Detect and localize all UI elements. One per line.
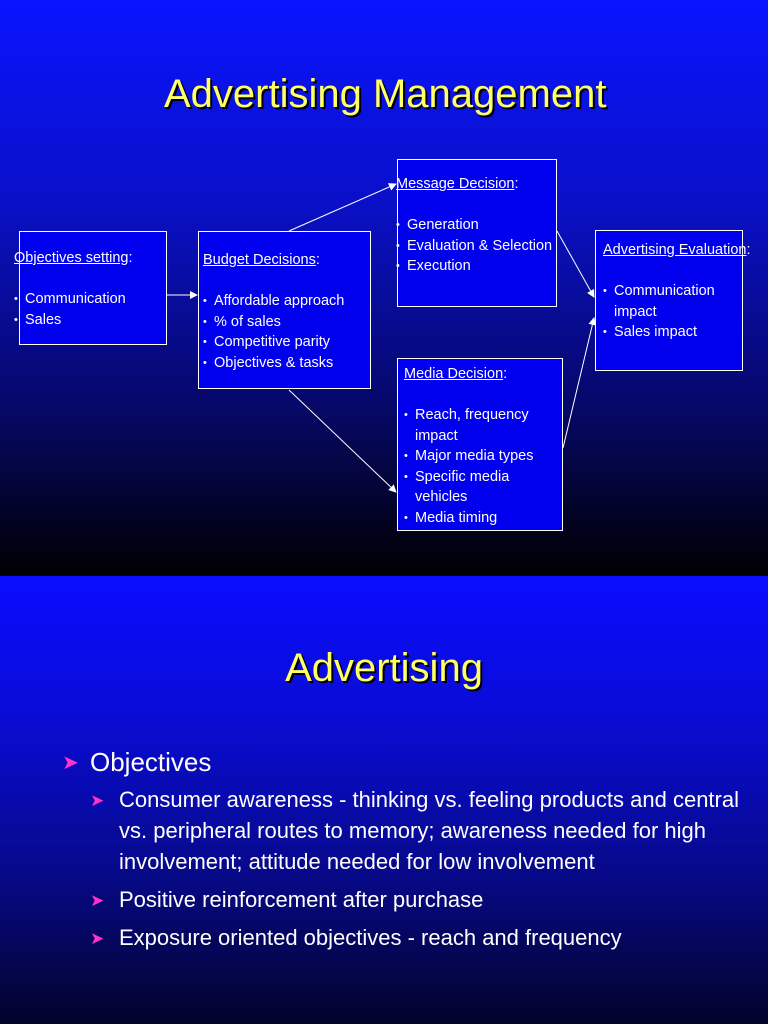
message-item: Execution <box>396 256 558 277</box>
slide-advertising: Advertising ➤ Objectives ➤ Consumer awar… <box>0 576 768 1024</box>
bullet-text: Objectives <box>90 747 212 777</box>
arrow-message-to-evaluation <box>556 230 595 298</box>
budget-item: Affordable approach <box>203 291 371 312</box>
arrow-media-to-evaluation <box>562 317 597 449</box>
media-item: Specific media vehicles <box>404 467 562 508</box>
budget-box: Budget Decisions: Affordable approach % … <box>198 231 371 389</box>
arrowhead-bullet-icon: ➤ <box>62 752 79 774</box>
media-item: Media timing <box>404 508 562 529</box>
evaluation-item: Communication impact <box>603 281 743 322</box>
bullet-item: ➤ Consumer awareness - thinking vs. feel… <box>90 784 752 877</box>
bullet-text: Consumer awareness - thinking vs. feelin… <box>119 787 739 874</box>
message-box: Message Decision: Generation Evaluation … <box>396 159 558 307</box>
objectives-item: Sales <box>14 310 174 331</box>
budget-item: Objectives & tasks <box>203 353 371 374</box>
bullet-item: ➤ Exposure oriented objectives - reach a… <box>90 922 752 953</box>
media-heading: Media Decision <box>404 366 504 382</box>
slide-advertising-management: Advertising Management Objectives settin… <box>0 0 768 576</box>
message-item: Generation <box>396 215 558 236</box>
arrow-budget-to-message <box>288 183 397 232</box>
slide-title: Advertising <box>285 646 483 690</box>
bullet-item: ➤ Objectives <box>62 746 752 778</box>
media-item: Major media types <box>404 446 562 467</box>
message-heading: Message Decision <box>396 176 515 192</box>
evaluation-heading: Advertising Evaluation <box>603 242 747 258</box>
bullet-text: Exposure oriented objectives - reach and… <box>119 925 622 950</box>
arrowhead-bullet-icon: ➤ <box>90 891 105 910</box>
arrow-budget-to-media <box>288 389 397 493</box>
evaluation-item: Sales impact <box>603 322 743 343</box>
arrowhead-bullet-icon: ➤ <box>90 929 105 948</box>
objectives-box: Objectives setting: Communication Sales <box>14 231 167 345</box>
objectives-heading: Objectives setting <box>14 250 129 266</box>
media-item: Reach, frequency impact <box>404 405 562 446</box>
bullet-list: ➤ Objectives ➤ Consumer awareness - thin… <box>62 746 752 960</box>
media-box: Media Decision: Reach, frequency impact … <box>397 358 563 531</box>
bullet-item: ➤ Positive reinforcement after purchase <box>90 884 752 915</box>
bullet-text: Positive reinforcement after purchase <box>119 887 484 912</box>
budget-item: % of sales <box>203 312 371 333</box>
objectives-item: Communication <box>14 289 174 310</box>
budget-heading: Budget Decisions <box>203 252 316 268</box>
budget-item: Competitive parity <box>203 332 371 353</box>
evaluation-box: Advertising Evaluation: Communication im… <box>595 230 751 371</box>
arrowhead-bullet-icon: ➤ <box>90 791 105 810</box>
slide-title: Advertising Management <box>164 72 607 116</box>
message-item: Evaluation & Selection <box>396 236 558 257</box>
